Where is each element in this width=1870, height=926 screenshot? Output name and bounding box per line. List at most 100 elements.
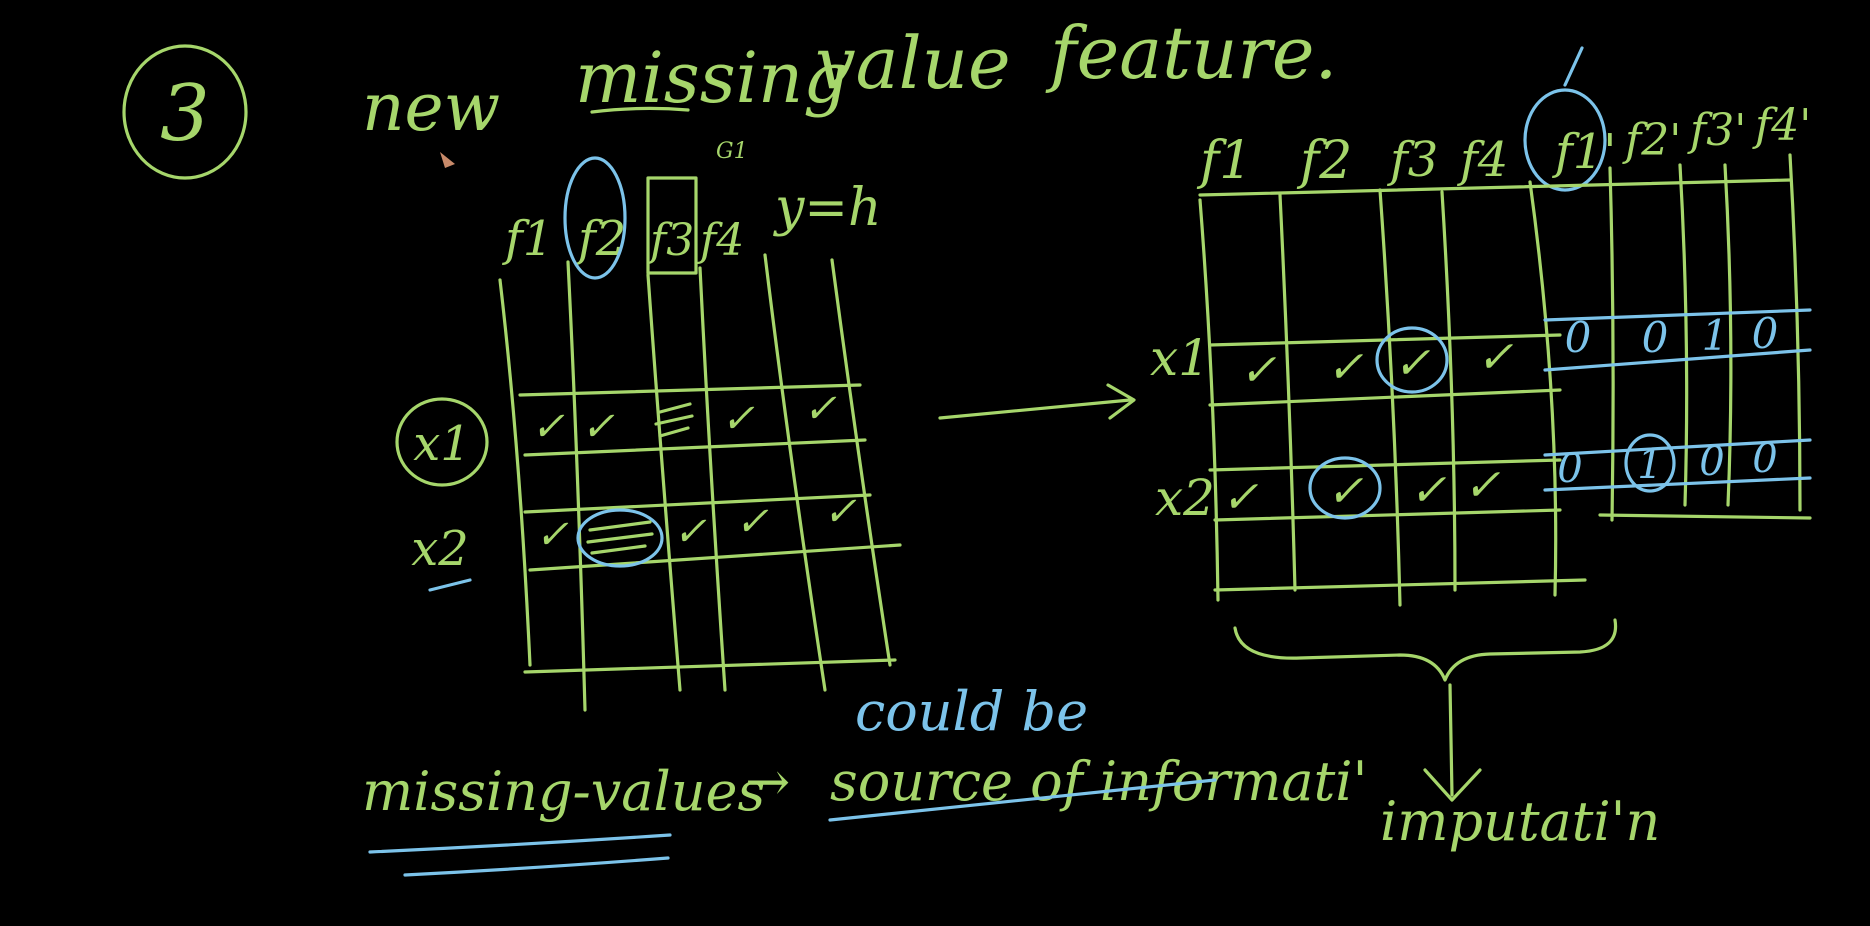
transform-arrow-head-icon bbox=[1106, 383, 1136, 420]
left-grid-line bbox=[523, 658, 897, 674]
left-table: f1 f2 f3 f4 y=h G1 x1 x2 ✓ ✓ ✓ ✓ ✓ ✓ ✓ ✓ bbox=[395, 139, 902, 712]
right-indicator: 0 bbox=[1752, 436, 1777, 482]
source-of-information-text: source of informati' bbox=[830, 750, 1367, 813]
right-cell: ✓ bbox=[1464, 460, 1501, 511]
right-grid-line bbox=[1598, 513, 1812, 520]
step-number: 3 bbox=[160, 69, 210, 159]
left-grid-line bbox=[763, 253, 827, 692]
left-header-f4: f4 bbox=[697, 215, 744, 266]
left-cell: ✓ bbox=[581, 404, 615, 450]
left-row-x2-underline bbox=[428, 578, 472, 592]
right-cell: ✓ bbox=[1477, 332, 1514, 383]
right-indicator-band-line bbox=[1543, 438, 1812, 457]
transform-arrow-line bbox=[938, 398, 1132, 420]
right-original-columns-brace bbox=[1233, 618, 1618, 682]
left-grid-line bbox=[523, 438, 867, 457]
title-underline bbox=[590, 106, 690, 114]
left-grid-line bbox=[566, 260, 587, 712]
right-grid-line bbox=[1213, 578, 1587, 592]
right-cell: ✓ bbox=[1410, 465, 1447, 516]
imputation-arrow-line bbox=[1448, 683, 1454, 797]
right-imputed-cell-circle bbox=[1308, 456, 1382, 520]
title-new: new bbox=[362, 69, 500, 146]
left-grid-line bbox=[528, 543, 902, 572]
left-grid-line bbox=[830, 258, 892, 667]
right-header-f2: f2 bbox=[1296, 131, 1352, 191]
right-indicator: 0 bbox=[1565, 313, 1592, 362]
right-f1-prime-tick bbox=[1563, 46, 1584, 87]
right-header-f4-prime: f4' bbox=[1752, 100, 1811, 151]
left-grid-line bbox=[518, 383, 862, 397]
left-tiny-note: G1 bbox=[716, 139, 748, 164]
left-row-x1-label: x1 bbox=[413, 416, 471, 472]
right-header-f1: f1 bbox=[1196, 131, 1252, 191]
right-indicator: 1 bbox=[1637, 442, 1662, 488]
could-be-text: could be bbox=[855, 680, 1088, 743]
left-cell: ✓ bbox=[721, 396, 755, 442]
left-cell-missing-scribble bbox=[654, 402, 694, 438]
left-cell: ✓ bbox=[735, 499, 769, 545]
right-indicator: 0 bbox=[1752, 309, 1779, 358]
left-cell: ✓ bbox=[823, 489, 857, 535]
right-cell: ✓ bbox=[1222, 472, 1259, 523]
right-grid-line bbox=[1208, 388, 1562, 407]
right-imputed-cell-circle bbox=[1375, 326, 1449, 394]
right-grid-line bbox=[1198, 198, 1220, 602]
missing-values-text: missing-values bbox=[362, 760, 765, 823]
right-grid-line bbox=[1723, 163, 1733, 507]
left-cell-missing-scribble bbox=[586, 520, 654, 555]
right-table: f1 f2 f3 f4 f1' f2' f3' f4' x1 x2 ✓ ✓ bbox=[1150, 46, 1812, 802]
left-cell: ✓ bbox=[535, 512, 569, 558]
left-grid-line bbox=[646, 273, 682, 692]
pencil-cursor-icon bbox=[440, 152, 455, 168]
left-header-f3: f3 bbox=[647, 215, 694, 266]
bottom-arrow: → bbox=[745, 750, 790, 813]
right-cell: ✓ bbox=[1394, 338, 1431, 389]
missing-values-underline bbox=[403, 856, 670, 877]
left-cell: ✓ bbox=[803, 386, 837, 432]
right-indicator: 0 bbox=[1642, 313, 1669, 362]
right-header-f2-prime: f2' bbox=[1622, 115, 1681, 166]
right-grid-line bbox=[1528, 180, 1558, 597]
title-feature: feature. bbox=[1045, 11, 1337, 95]
title-value: value bbox=[815, 21, 1011, 105]
left-f3-box bbox=[646, 176, 698, 275]
right-header-f3: f3 bbox=[1387, 132, 1438, 188]
right-indicator-band-line bbox=[1543, 476, 1812, 492]
left-row-x2-label: x2 bbox=[411, 521, 469, 577]
right-grid-line bbox=[1440, 190, 1457, 592]
imputation-arrow-head-icon bbox=[1423, 768, 1482, 802]
right-indicator: 0 bbox=[1557, 446, 1582, 492]
right-grid-line bbox=[1213, 508, 1562, 522]
right-header-f4: f4 bbox=[1457, 132, 1508, 188]
right-indicator: 0 bbox=[1699, 439, 1724, 485]
right-grid-line bbox=[1278, 193, 1297, 592]
right-indicator: 1 bbox=[1702, 311, 1729, 360]
right-row-x1-label: x1 bbox=[1150, 329, 1210, 387]
right-cell: ✓ bbox=[1327, 466, 1364, 517]
left-cell: ✓ bbox=[673, 509, 707, 555]
right-indicator-one-circle bbox=[1624, 433, 1676, 493]
left-grid-line bbox=[523, 493, 872, 514]
right-indicator-band-line bbox=[1543, 348, 1812, 372]
right-header-f1-prime: f1' bbox=[1552, 124, 1617, 180]
right-grid-line bbox=[1788, 153, 1802, 512]
right-cell: ✓ bbox=[1327, 342, 1364, 393]
right-f1-prime-circle bbox=[1523, 88, 1607, 192]
left-missing-cell-circle bbox=[576, 508, 664, 568]
right-row-x2-label: x2 bbox=[1155, 469, 1215, 527]
title-missing: missing bbox=[575, 37, 848, 119]
right-header-f3-prime: f3' bbox=[1687, 105, 1746, 156]
right-grid-line bbox=[1198, 178, 1792, 197]
missing-values-underline bbox=[368, 833, 672, 854]
left-row-x1-circle bbox=[395, 397, 489, 487]
right-cell: ✓ bbox=[1240, 345, 1277, 396]
left-header-f1: f1 bbox=[502, 211, 553, 267]
right-grid-line bbox=[1678, 163, 1689, 507]
left-header-target: y=h bbox=[773, 178, 881, 238]
left-f2-highlight-circle bbox=[563, 156, 627, 280]
left-grid-line bbox=[698, 266, 727, 692]
imputation-text: imputati'n bbox=[1380, 790, 1660, 853]
